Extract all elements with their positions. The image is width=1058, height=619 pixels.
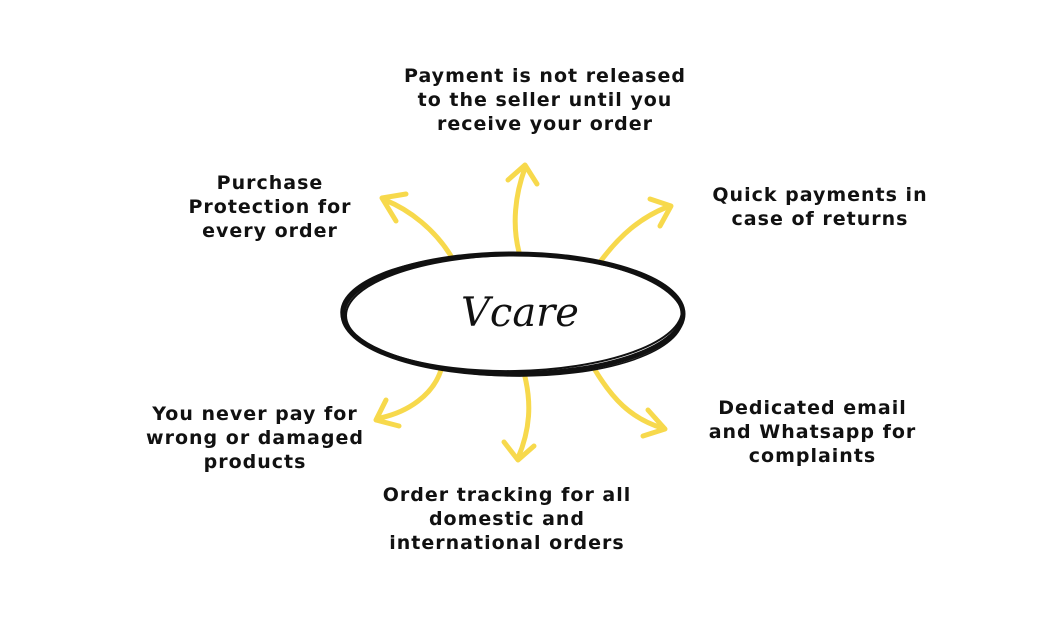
node-dedicated-email-line-3: complaints (748, 445, 877, 467)
node-purchase-protection-line-3: every order (202, 220, 338, 242)
arrow-up-payment-release (505, 162, 540, 255)
node-quick-payments-line-2: case of returns (731, 208, 909, 230)
node-purchase-protection-line-1: Purchase (216, 172, 324, 194)
arrow-upper-right-quick-payments (597, 196, 674, 265)
node-never-pay: You never pay for wrong or damaged produ… (120, 402, 390, 474)
node-dedicated-email-line-2: and Whatsapp for (708, 421, 917, 443)
node-quick-payments-line-1: Quick payments in (712, 184, 928, 206)
center-ellipse (340, 251, 686, 377)
node-payment-release-line-2: to the seller until you (417, 89, 673, 111)
node-order-tracking-line-2: domestic and (428, 508, 586, 530)
node-never-pay-line-2: wrong or damaged (146, 427, 364, 449)
node-dedicated-email: Dedicated email and Whatsapp for complai… (700, 396, 925, 468)
node-quick-payments: Quick payments in case of returns (700, 183, 940, 231)
node-never-pay-line-3: products (203, 451, 307, 473)
node-order-tracking-line-3: international orders (389, 532, 625, 554)
node-order-tracking-line-1: Order tracking for all (382, 484, 632, 506)
node-payment-release-line-3: receive your order (436, 113, 654, 135)
node-payment-release: Payment is not released to the seller un… (400, 64, 690, 136)
arrow-lower-left-never-pay (373, 367, 444, 429)
node-never-pay-line-1: You never pay for (152, 403, 358, 425)
arrow-lower-right-dedicated-email (592, 367, 668, 439)
arrows-group (373, 162, 674, 463)
node-dedicated-email-line-1: Dedicated email (718, 397, 907, 419)
center-label: Vcare (461, 290, 579, 336)
arrow-down-order-tracking (501, 370, 537, 463)
node-purchase-protection-line-2: Protection for (188, 196, 352, 218)
node-order-tracking: Order tracking for all domestic and inte… (362, 483, 652, 555)
node-purchase-protection: Purchase Protection for every order (170, 171, 370, 243)
node-payment-release-line-1: Payment is not released (404, 65, 686, 87)
arrow-upper-left-purchase-protection (379, 191, 454, 259)
